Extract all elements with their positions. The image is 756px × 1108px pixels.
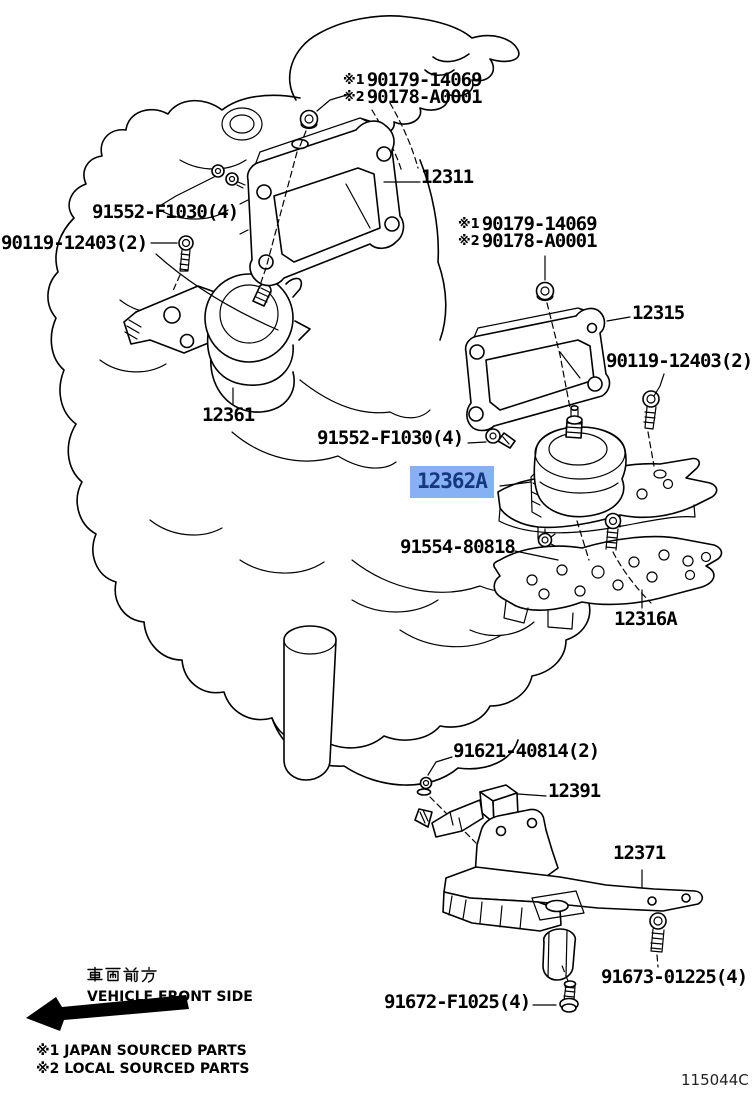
note-ref-1: ※1 — [458, 217, 480, 232]
bolt-91621-glyph — [416, 776, 433, 796]
bolt-91554-glyph — [537, 512, 652, 604]
nut-90179-mid-glyph — [535, 281, 555, 302]
part-label-12371[interactable]: 12371 — [613, 842, 666, 864]
bolt-91673-glyph — [649, 912, 667, 968]
member-12371-assembly — [414, 776, 704, 1013]
part-label-12362A-selected[interactable]: 12362A — [410, 466, 494, 498]
part-label-91673[interactable]: 91673-01225(4) — [601, 966, 748, 988]
part-label-91672[interactable]: 91672-F1025(4) — [384, 991, 531, 1013]
bolt-91672-glyph — [559, 962, 579, 1013]
nut-90179-top-glyph — [299, 109, 319, 130]
front-side-label-jp — [87, 966, 157, 983]
member-12371-glyph — [442, 808, 704, 981]
part-label-12391[interactable]: 12391 — [548, 780, 601, 802]
bracket-12315-glyph — [464, 281, 660, 467]
note-ref-2: ※2 — [458, 234, 480, 249]
bolt-90119-b-glyph — [642, 390, 660, 467]
part-label-12315[interactable]: 12315 — [632, 302, 685, 324]
diagram-code: 115044C — [681, 1071, 749, 1089]
insulator-12362A-glyph — [530, 404, 627, 518]
bracket-12316A-lower-holes — [526, 549, 712, 600]
part-label-91554[interactable]: 91554-80818 — [400, 536, 516, 558]
note-ref-1: ※1 — [343, 73, 365, 88]
note-local-sourced: ※2 LOCAL SOURCED PARTS — [36, 1061, 250, 1077]
part-label-91621[interactable]: 91621-40814(2) — [453, 740, 600, 762]
note-ref-2: ※2 — [343, 90, 365, 105]
engine-oil-pipe — [283, 625, 337, 781]
bolt-91552-b-glyph — [485, 428, 516, 449]
bolt-90119-a-glyph — [171, 235, 194, 294]
bracket-12311-glyph — [171, 109, 405, 294]
part-label-91552-front[interactable]: 91552-F1030(4) — [92, 201, 239, 223]
insulator-12361-glyph — [123, 273, 311, 413]
part-label-12316A[interactable]: 12316A — [614, 608, 678, 630]
bolt-91552-a-glyph — [211, 164, 246, 189]
vehicle-front-arrow — [26, 995, 189, 1031]
note-japan-sourced: ※1 JAPAN SOURCED PARTS — [36, 1043, 247, 1059]
part-label-90119-rear[interactable]: 90119-12403(2) — [606, 350, 753, 372]
part-label-12361[interactable]: 12361 — [202, 404, 255, 426]
part-label-90119-front[interactable]: 90119-12403(2) — [1, 232, 148, 254]
part-label-12311[interactable]: 12311 — [421, 166, 474, 188]
part-label-91552-rear[interactable]: 91552-F1030(4) — [317, 427, 464, 449]
leader-lines — [150, 93, 665, 1006]
engine-outline — [47, 15, 591, 786]
front-side-label-en: VEHICLE FRONT SIDE — [87, 989, 253, 1005]
